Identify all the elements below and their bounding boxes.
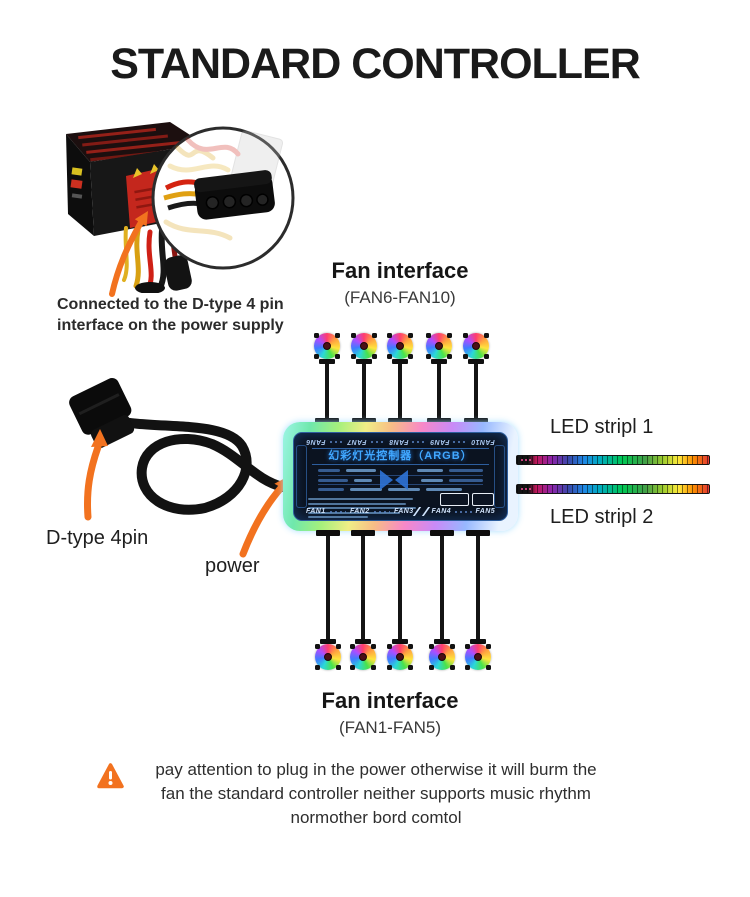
psu-arrow <box>109 211 148 297</box>
page-title: STANDARD CONTROLLER <box>110 40 641 88</box>
fan-interface-top-subtitle: (FAN6-FAN10) <box>344 288 456 307</box>
fan-cable <box>398 364 402 418</box>
fan-port-plug <box>388 530 412 536</box>
port-label: FAN6 <box>306 438 326 445</box>
psu-caption: Connected to the D-type 4 pin interface … <box>57 294 297 336</box>
fan-cable <box>474 364 478 418</box>
led-strip-2-label: LED stripl 2 <box>550 506 654 528</box>
fan-cable-top-3 <box>387 333 413 424</box>
fan-cable-bottom-5 <box>465 530 491 670</box>
fan-plug <box>356 359 372 364</box>
fan-cable-bottom-1 <box>315 530 341 670</box>
argb-fan-icon <box>429 644 455 670</box>
fan-cable-bottom-4 <box>429 530 455 670</box>
fan-port-plug <box>316 530 340 536</box>
fan-cable <box>362 364 366 418</box>
argb-fan-icon <box>387 333 413 359</box>
fan-interface-top-label: Fan interface (FAN6-FAN10) <box>300 258 500 308</box>
fan-cable <box>326 536 330 639</box>
warning-line2: fan the standard controller neither supp… <box>161 783 591 803</box>
controller-spec-table <box>318 466 483 494</box>
fan-cable-top-1 <box>314 333 340 424</box>
argb-fan-icon <box>463 333 489 359</box>
molex-connector-icon <box>163 170 275 220</box>
fan-port-plug <box>315 418 339 424</box>
fan-interface-bottom-subtitle: (FAN1-FAN5) <box>338 718 442 737</box>
dtype-label: D-type 4pin <box>46 527 149 549</box>
fan-plug <box>319 359 335 364</box>
fan-cable <box>325 364 329 418</box>
argb-fan-icon <box>314 333 340 359</box>
fan-cable-bottom-3 <box>387 530 413 670</box>
fan-port-plug <box>466 530 490 536</box>
fan-port-plug <box>388 418 412 424</box>
argb-fan-icon <box>315 644 341 670</box>
port-label: FAN5 <box>475 508 495 515</box>
warning-text: pay attention to plug in the power other… <box>120 758 632 829</box>
fan-interface-top-title: Fan interface <box>331 258 469 283</box>
warning-line3: normother bord comtol <box>290 807 462 827</box>
power-supply-photo <box>66 122 295 293</box>
led-port-2 <box>472 493 494 506</box>
fan-port-plug <box>427 418 451 424</box>
psu-caption-line2: interface on the power supply <box>57 317 284 335</box>
warning-line1: pay attention to plug in the power other… <box>155 760 597 779</box>
led-strip-1-label: LED stripl 1 <box>550 416 654 438</box>
port-label: FAN2 <box>350 508 370 515</box>
port-label: FAN10 <box>471 438 495 445</box>
argb-fan-icon <box>426 333 452 359</box>
dtype-power-cable <box>69 378 288 515</box>
fan-cable-top-2 <box>351 333 377 424</box>
psu-caption-line1: Connected to the D-type 4 pin <box>57 296 284 313</box>
fan-cable <box>440 536 444 639</box>
argb-fan-icon <box>387 644 413 670</box>
fan-plug <box>468 359 484 364</box>
fan-cable-top-4 <box>426 333 452 424</box>
port-label: FAN9 <box>429 438 450 445</box>
fan-port-plug <box>351 530 375 536</box>
fan-plug <box>355 639 371 644</box>
port-label: FAN1 <box>306 508 326 515</box>
controller-bottom-port-labels: FAN1 FAN2 FAN3 FAN4 FAN5 <box>306 506 495 517</box>
fan-cable <box>476 536 480 639</box>
argb-fan-icon <box>350 644 376 670</box>
fan-plug <box>392 639 408 644</box>
controller-product-title: 幻彩灯光控制器（ARGB） <box>312 448 489 465</box>
fan-port-plug <box>430 530 454 536</box>
fan-cable <box>361 536 365 639</box>
port-label: FAN3 <box>394 508 414 515</box>
fan-cable-top-5 <box>463 333 489 424</box>
controller-top-port-labels: FAN6 FAN7 FAN8 FAN9 FAN10 <box>306 436 495 447</box>
fan-plug <box>434 639 450 644</box>
fan-port-plug <box>352 418 376 424</box>
controller-panel: FAN6 FAN7 FAN8 FAN9 FAN10 幻彩灯光控制器（ARGB） <box>293 432 508 521</box>
port-label: FAN4 <box>431 508 451 515</box>
fan-port-plug <box>464 418 488 424</box>
fan-plug <box>470 639 486 644</box>
led-port-1 <box>440 493 469 506</box>
fan-cable <box>398 536 402 639</box>
port-label: FAN7 <box>347 438 367 445</box>
fan-cable-bottom-2 <box>350 530 376 670</box>
argb-fan-icon <box>351 333 377 359</box>
controller-right-trim <box>494 445 505 508</box>
fan-plug <box>320 639 336 644</box>
magnifier-circle <box>151 126 295 270</box>
port-label: FAN8 <box>388 438 409 445</box>
fan-plug <box>431 359 447 364</box>
controller-left-trim <box>296 445 307 508</box>
led-strip-2 <box>516 484 710 494</box>
led-strip-1 <box>516 455 710 465</box>
fan-interface-bottom-title: Fan interface <box>321 688 459 713</box>
fan-interface-bottom-label: Fan interface (FAN1-FAN5) <box>290 688 490 738</box>
warning-icon <box>97 763 124 789</box>
argb-fan-icon <box>465 644 491 670</box>
controller-fine-print <box>308 498 418 518</box>
argb-controller: FAN6 FAN7 FAN8 FAN9 FAN10 幻彩灯光控制器（ARGB） <box>283 422 518 531</box>
fan-plug <box>392 359 408 364</box>
bowtie-graphic <box>380 470 408 490</box>
dtype-arrow <box>84 429 108 521</box>
power-label: power <box>205 555 260 577</box>
fan-cable <box>437 364 441 418</box>
